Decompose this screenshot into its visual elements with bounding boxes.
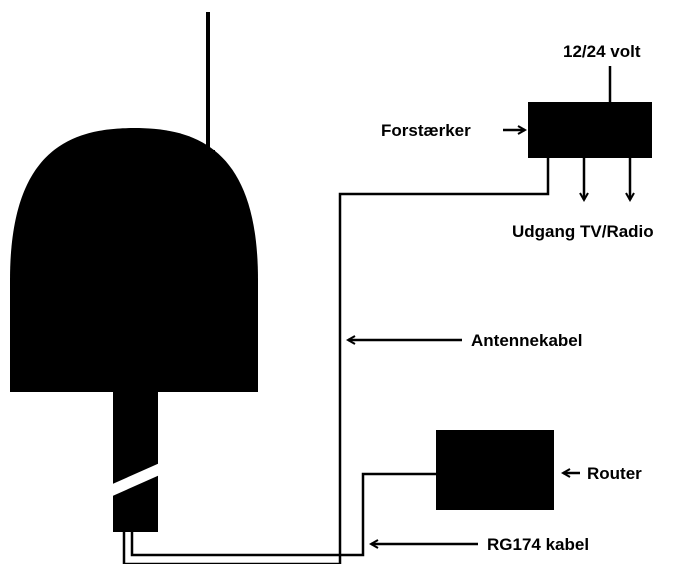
antenna-cable-line: [122, 158, 550, 564]
antenna-dome: [10, 128, 258, 392]
antenna-mast: [113, 390, 158, 532]
mast-break-gap: [108, 462, 162, 498]
router-box: [436, 430, 554, 510]
output-label: Udgang TV/Radio: [512, 222, 654, 241]
amplifier-label: Forstærker: [381, 121, 471, 140]
cables: [122, 158, 550, 564]
antenna-cable-label: Antennekabel: [471, 331, 582, 350]
amplifier-box: [528, 102, 652, 158]
antenna-unit: [10, 12, 258, 532]
voltage-label: 12/24 volt: [563, 42, 641, 61]
router-label: Router: [587, 464, 642, 483]
rg174-cable-label: RG174 kabel: [487, 535, 589, 554]
rg174-cable-line: [130, 472, 438, 557]
antenna-rod-tip: [206, 12, 210, 160]
